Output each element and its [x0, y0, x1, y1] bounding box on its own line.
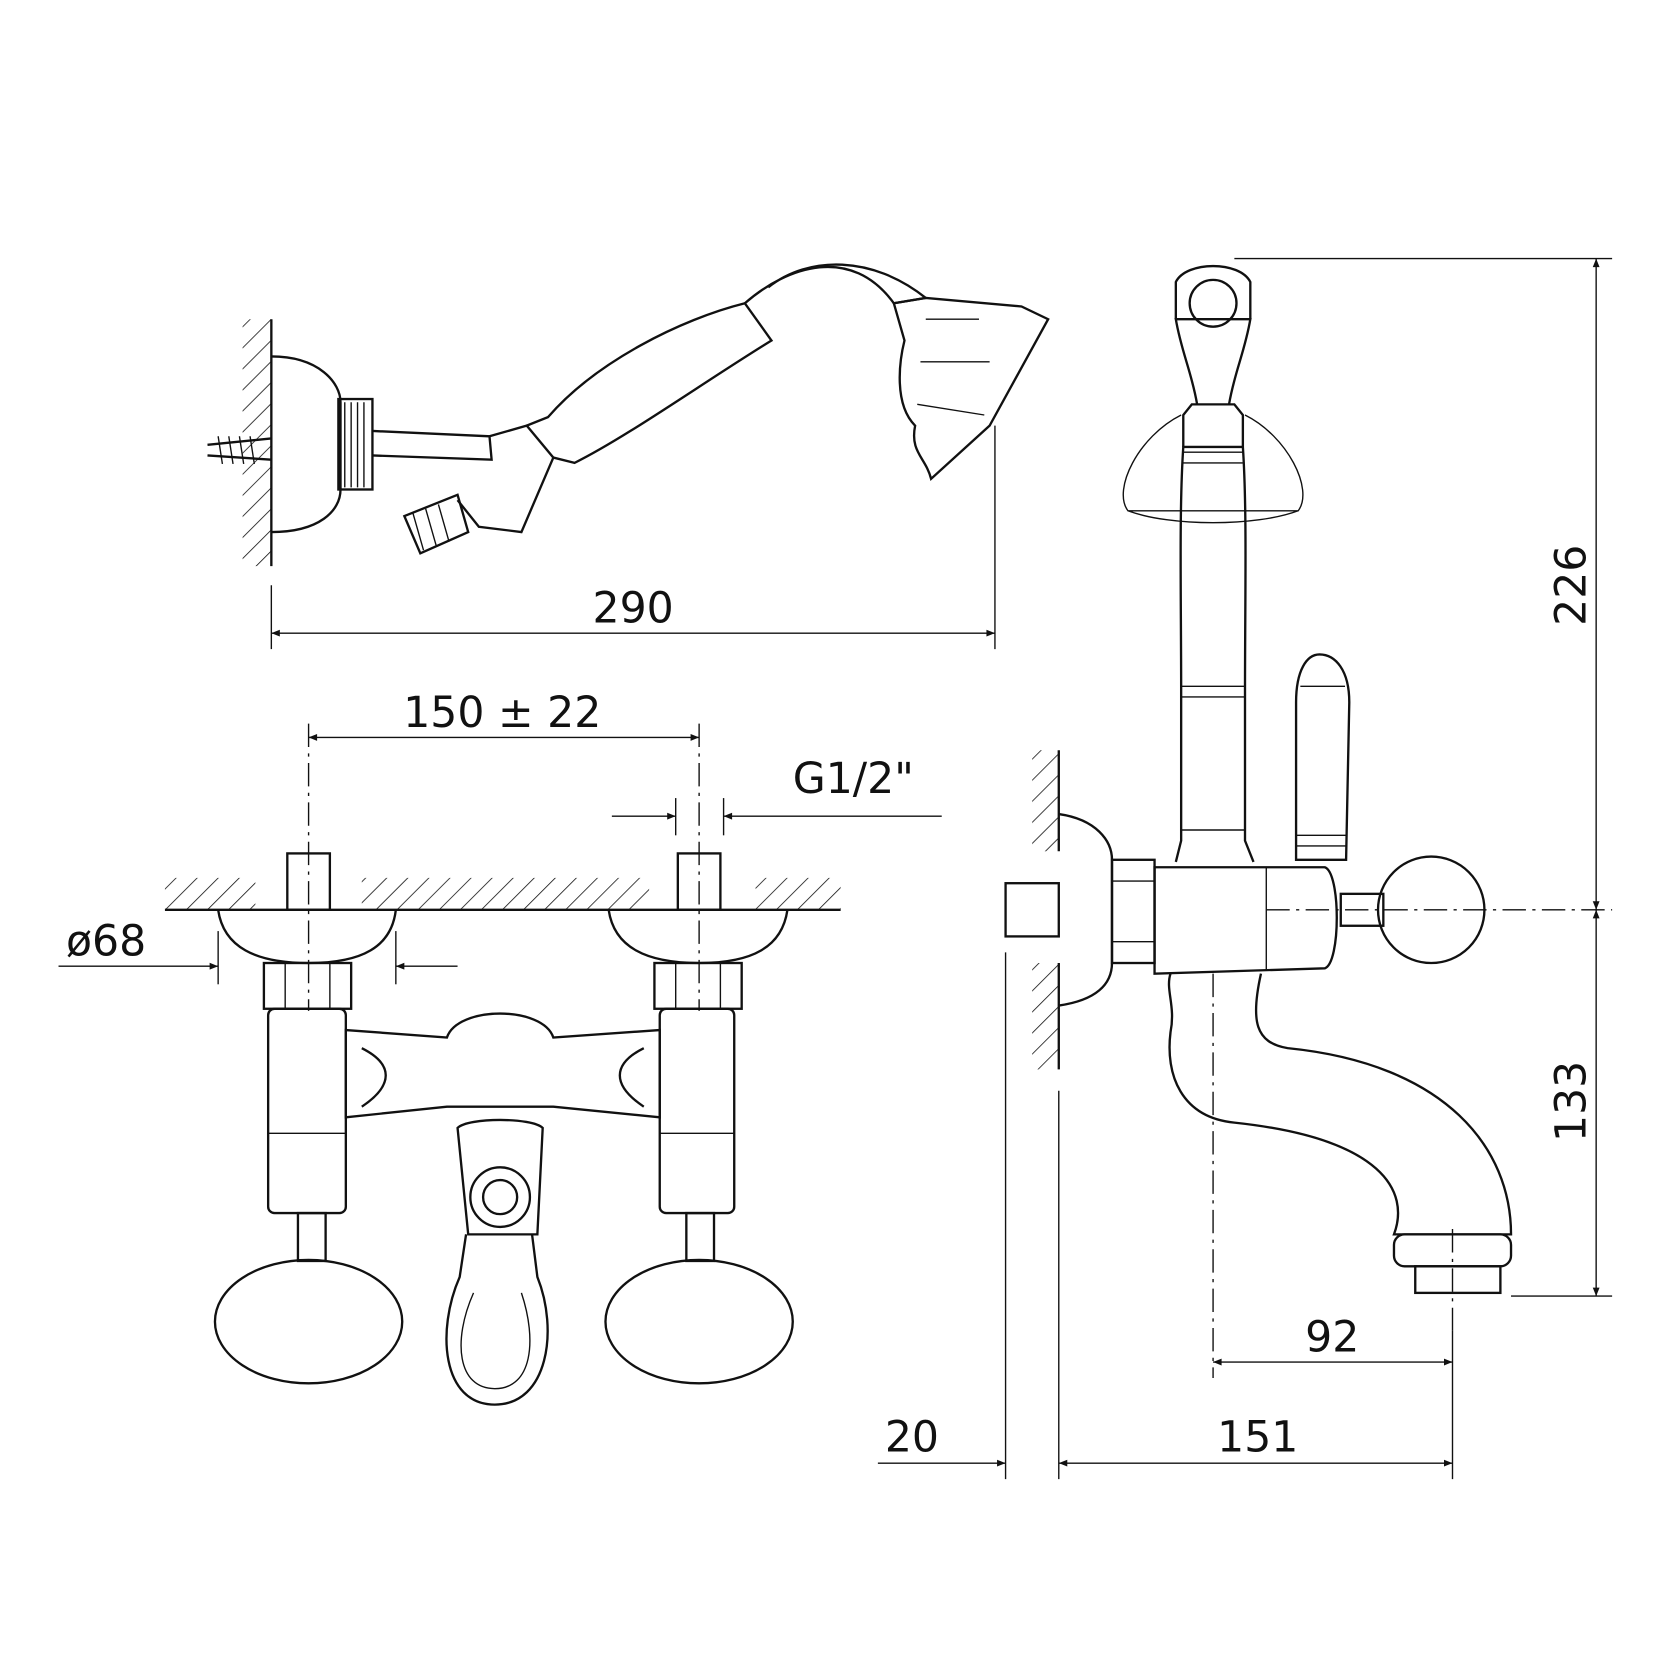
side-view	[1004, 264, 1613, 1379]
front-view	[164, 723, 841, 1406]
dimension-92: 92	[1213, 1312, 1454, 1480]
dimension-290: 290	[270, 425, 996, 650]
dimension-20: 20	[877, 1412, 1006, 1467]
dimension-diameter: ø68	[58, 917, 458, 985]
dim-label-92: 92	[1305, 1312, 1359, 1362]
dimension-151: 151	[1004, 952, 1453, 1480]
dimension-thread: G1/2"	[611, 754, 942, 836]
dim-label-diameter: ø68	[66, 917, 146, 967]
dim-label-150: 150 ± 22	[403, 688, 601, 738]
dimension-133: 133	[1511, 909, 1613, 1297]
dim-label-133: 133	[1547, 1061, 1597, 1142]
dim-label-151: 151	[1217, 1412, 1298, 1462]
hand-shower-view	[207, 263, 1050, 567]
dimension-150: 150 ± 22	[308, 688, 700, 741]
dim-label-226: 226	[1547, 545, 1597, 626]
dim-label-290: 290	[593, 584, 674, 634]
dimension-226: 226	[1234, 257, 1613, 910]
dim-label-20: 20	[885, 1412, 939, 1462]
dim-label-thread: G1/2"	[793, 754, 914, 804]
